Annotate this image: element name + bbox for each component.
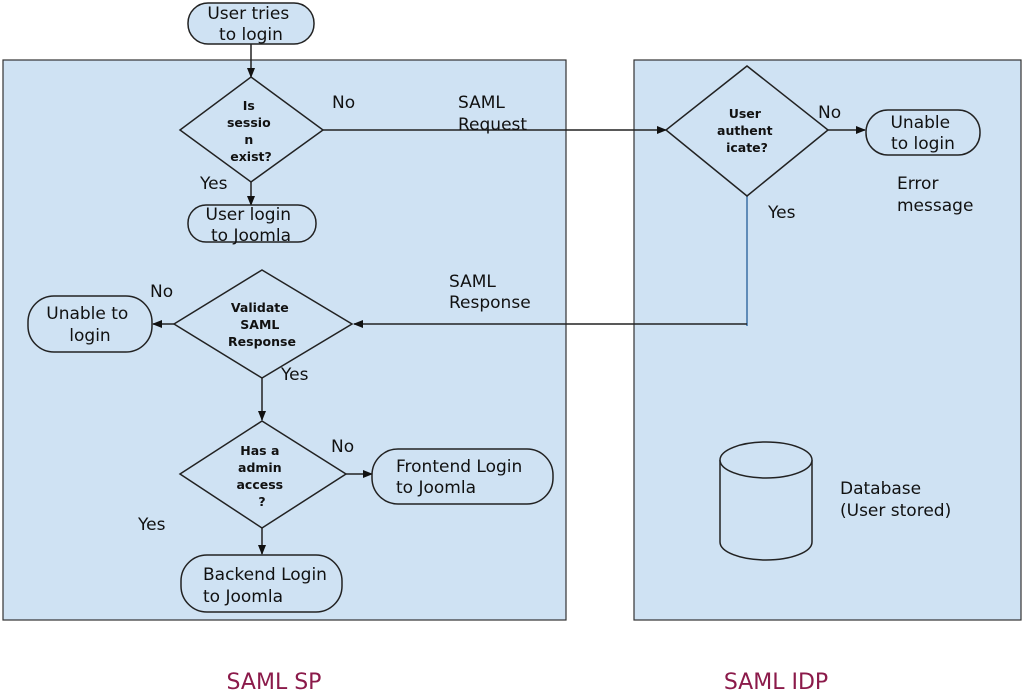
saml-request-label: SAML Request [458, 93, 527, 135]
frontend-login-terminal [371, 448, 554, 505]
auth-no-label: No [818, 103, 841, 123]
session-decision [178, 76, 325, 183]
unable-login-idp-terminal [865, 109, 981, 156]
frontend-login-label: Frontend Login to Joomla [396, 457, 528, 498]
error-message-label: Error message [897, 174, 973, 216]
validate-decision [172, 269, 354, 379]
idp-panel-title: SAML IDP [724, 670, 828, 690]
unable-login-sp-label: Unable to login [46, 304, 133, 346]
unable-login-idp-label: Unable to login [890, 113, 955, 154]
admin-no-label: No [331, 437, 354, 457]
session-decision-label: Is sessio n exist? [227, 98, 275, 164]
database-icon [719, 441, 813, 561]
sp-panel-title: SAML SP [227, 670, 322, 690]
saml-response-label: SAML Response [449, 272, 531, 313]
auth-yes-label: Yes [767, 203, 796, 223]
admin-decision [178, 420, 348, 529]
admin-yes-label: Yes [137, 515, 166, 535]
session-no-label: No [332, 93, 355, 113]
unable-login-sp-terminal [27, 295, 153, 353]
authenticate-decision-label: User authent icate? [717, 106, 777, 155]
backend-login-label: Backend Login to Joomla [203, 565, 332, 607]
database-label: Database (User stored) [840, 479, 951, 521]
start-label: User tries to login [207, 4, 294, 45]
validate-no-label: No [150, 282, 173, 302]
user-login-label: User login to Joomla [206, 205, 297, 246]
authenticate-decision [664, 65, 830, 197]
user-login-terminal [187, 204, 317, 243]
validate-decision-label: Validate SAML Response [228, 300, 296, 349]
validate-yes-label: Yes [280, 365, 309, 385]
admin-decision-label: Has a admin access ? [237, 443, 288, 509]
start-terminal [187, 2, 315, 45]
backend-login-terminal [180, 554, 343, 613]
session-yes-label: Yes [199, 174, 228, 194]
